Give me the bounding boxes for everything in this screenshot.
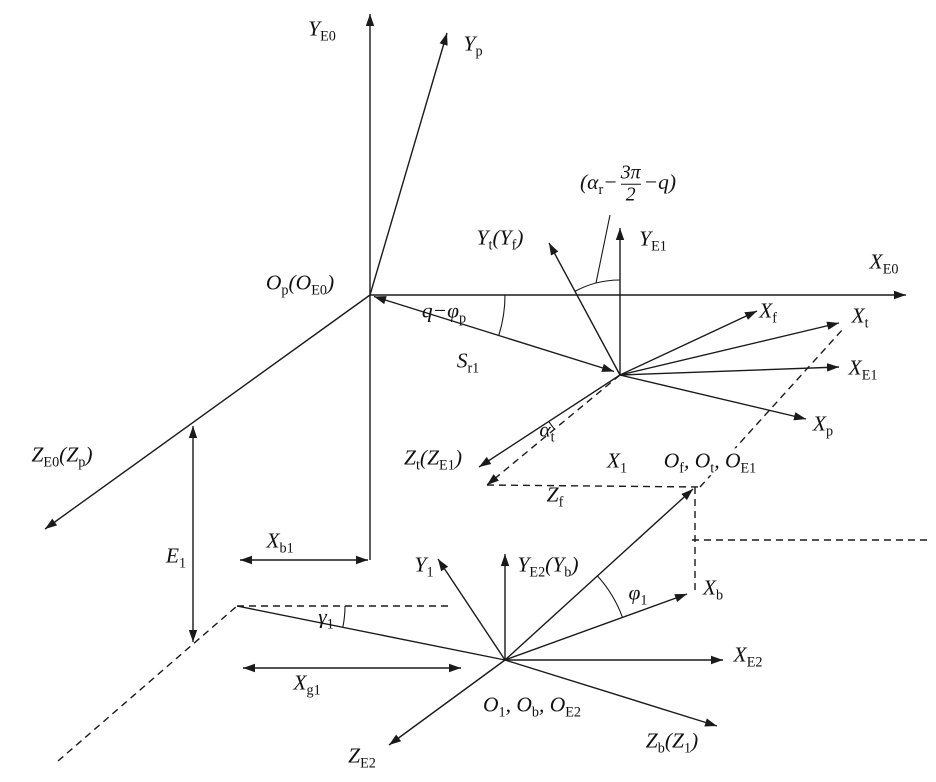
y-p-axis	[369, 32, 448, 296]
label-y-e1-axis: YE1	[639, 226, 667, 255]
phi-1-arc	[596, 575, 624, 618]
label-s-r1-dimension: Sr1	[456, 348, 480, 377]
label-x-b-axis: Xb	[702, 575, 724, 604]
label-x-e0-axis: XE0	[869, 249, 899, 278]
label-alpha-t-angle: αt	[539, 417, 555, 446]
label-origin-op: Op(OE0)	[265, 270, 335, 299]
label-y-e0-axis: YE0	[308, 16, 336, 45]
q-phi-arc	[498, 294, 506, 336]
y-t-axis	[548, 242, 621, 376]
label-phi-1-angle: φ1	[628, 580, 648, 609]
gamma-1-arc	[342, 605, 346, 628]
z-f-axis	[486, 374, 621, 486]
z-b-axis	[504, 659, 718, 727]
label-y-p-axis: Yp	[463, 31, 483, 60]
z-t-axis	[478, 374, 621, 468]
x-b-axis	[504, 593, 688, 661]
label-z-f-axis: Zf	[546, 482, 564, 511]
label-e-1-dimension: E1	[165, 543, 187, 572]
label-z-e2-axis: ZE2	[348, 743, 376, 772]
y-1-axis	[437, 558, 506, 661]
label-x-t-axis: Xt	[851, 303, 869, 332]
label-x-g1-dimension: Xg1	[293, 670, 321, 699]
label-z-t-axis: Zt(ZE1)	[404, 445, 462, 474]
label-origin-o1: O1, Ob, OE2	[482, 692, 582, 721]
alpha-r-arc	[574, 279, 621, 292]
label-x-f-axis: Xf	[759, 298, 777, 327]
x-t-axis	[619, 321, 840, 376]
gamma-reference-line	[236, 605, 506, 661]
z-e2-axis	[388, 659, 506, 746]
label-x-e1-axis: XE1	[848, 355, 878, 384]
construction-dashed-horizontal	[486, 484, 701, 488]
label-origin-of: Of, Ot, OE1	[660, 448, 760, 476]
label-x-b1-dimension: Xb1	[266, 528, 294, 557]
label-x-p-axis: Xp	[812, 411, 834, 440]
alpha-t-arc	[548, 421, 555, 430]
label-x-e2-axis: XE2	[733, 642, 763, 671]
label-y-e2-axis: YE2(Yb)	[517, 552, 579, 581]
s-r1-dimension	[373, 295, 615, 373]
construction-dashed-lower-left	[57, 605, 238, 762]
x-p-axis	[619, 374, 807, 421]
label-x-1-axis: X1	[606, 448, 628, 477]
x-1-axis	[504, 488, 694, 661]
alpha-r-leader-line	[595, 214, 611, 284]
label-q-phi-angle: q−φp	[421, 298, 467, 327]
x-e1-axis	[619, 363, 840, 376]
label-y-1-axis: Y1	[414, 552, 434, 581]
z-e0-axis	[44, 294, 371, 530]
label-gamma-1-angle: γ1	[318, 604, 334, 633]
label-y-t-axis: Yt(Yf)	[476, 225, 524, 254]
x-f-axis	[619, 310, 758, 376]
label-z-b-axis: Zb(Z1)	[645, 728, 699, 757]
label-z-e0-axis: ZE0(Zp)	[31, 442, 93, 471]
